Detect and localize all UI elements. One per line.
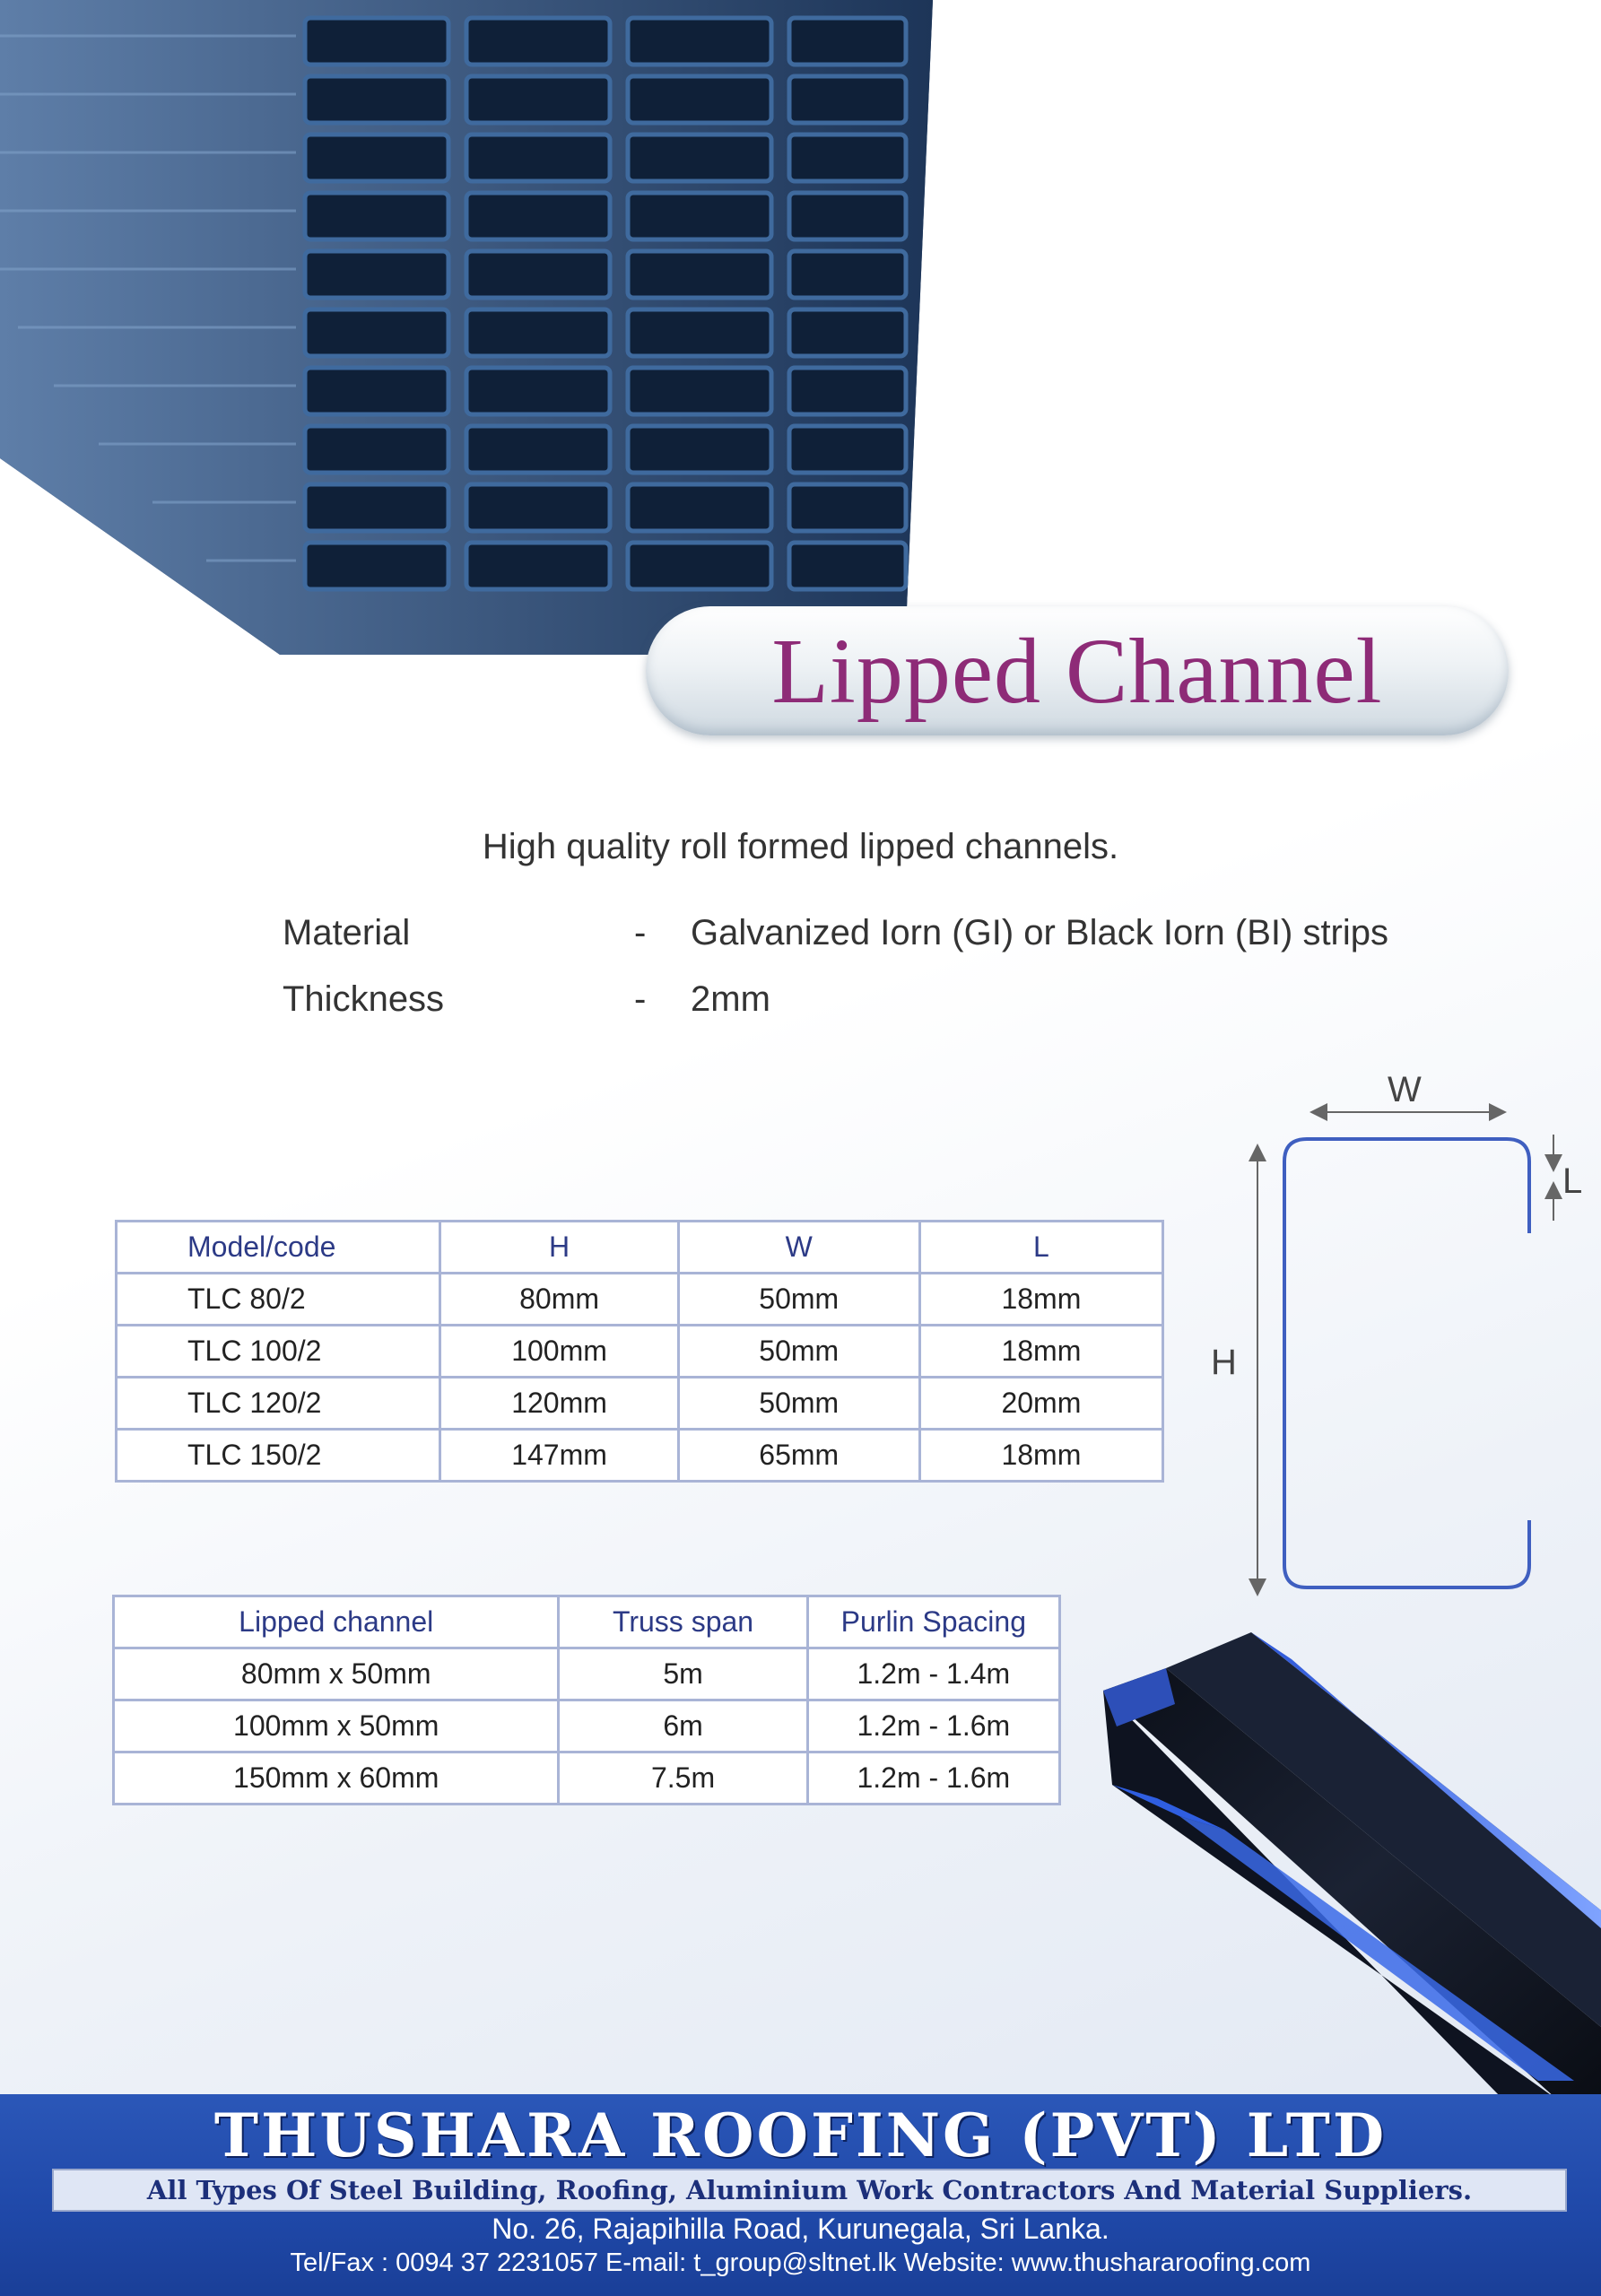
table-header-cell: L (918, 1220, 1165, 1274)
company-contact: Tel/Fax : 0094 37 2231057 E-mail: t_grou… (290, 2248, 1311, 2277)
table-header-cell: Truss span (557, 1595, 809, 1649)
spec-value: 2mm (691, 979, 770, 1019)
table-cell: 1.2m - 1.6m (805, 1699, 1062, 1753)
table-row: TLC 80/2 80mm 50mm 18mm (114, 1272, 1165, 1326)
title-banner: Lipped Channel (646, 606, 1509, 735)
channel-profile-drawing (1103, 1632, 1601, 2099)
table-cell: 18mm (918, 1272, 1165, 1326)
table-cell: 20mm (918, 1376, 1165, 1431)
table-header-row: Model/code H W L (114, 1220, 1165, 1274)
spec-value: Galvanized Iorn (GI) or Black Iorn (BI) … (691, 913, 1389, 952)
table-header-cell: Purlin Spacing (805, 1595, 1062, 1649)
table-cell: 80mm (439, 1272, 680, 1326)
table-cell: 100mm (439, 1324, 680, 1378)
spec-label: Thickness (283, 979, 445, 1019)
table-cell: 6m (557, 1699, 809, 1753)
table-row: 100mm x 50mm 6m 1.2m - 1.6m (111, 1699, 1062, 1753)
table-header-cell: H (439, 1220, 680, 1274)
table-cell: 120mm (439, 1376, 680, 1431)
company-subline-box: All Types Of Steel Building, Roofing, Al… (52, 2169, 1567, 2212)
table-cell: 100mm x 50mm (111, 1699, 561, 1753)
table-row: 150mm x 60mm 7.5m 1.2m - 1.6m (111, 1751, 1062, 1805)
spec-label: Material (283, 913, 411, 952)
section-drawing (1249, 1103, 1562, 1596)
table-cell: 65mm (676, 1428, 921, 1483)
table-cell: 147mm (439, 1428, 680, 1483)
table-cell: 1.2m - 1.6m (805, 1751, 1062, 1805)
table-cell: 18mm (918, 1324, 1165, 1378)
page-title: Lipped Channel (771, 619, 1383, 723)
company-name: THUSHARA ROOFING (PVT) LTD (213, 2100, 1388, 2170)
table-cell: TLC 150/2 (114, 1428, 442, 1483)
l-dimension-label: L (1562, 1161, 1583, 1201)
table-cell: 80mm x 50mm (111, 1647, 561, 1701)
company-address: No. 26, Rajapihilla Road, Kurunegala, Sr… (492, 2213, 1109, 2245)
table-header-cell: W (676, 1220, 921, 1274)
channel-section-diagram: W H L (1202, 1063, 1597, 1605)
table-cell: TLC 100/2 (114, 1324, 442, 1378)
spec-dash: - (634, 913, 647, 952)
table-header-cell: Model/code (114, 1220, 442, 1274)
table-row: 80mm x 50mm 5m 1.2m - 1.4m (111, 1647, 1062, 1701)
steel-stack-photo (0, 0, 933, 655)
dimension-table: Model/code H W L TLC 80/2 80mm 50mm 18mm… (114, 1220, 1165, 1483)
table-cell: 150mm x 60mm (111, 1751, 561, 1805)
table-cell: 50mm (676, 1272, 921, 1326)
table-header-row: Lipped channel Truss span Purlin Spacing (111, 1595, 1062, 1649)
table-row: TLC 100/2 100mm 50mm 18mm (114, 1324, 1165, 1378)
table-cell: 50mm (676, 1376, 921, 1431)
span-table: Lipped channel Truss span Purlin Spacing… (111, 1595, 1062, 1805)
h-dimension-label: H (1211, 1343, 1237, 1382)
table-header-cell: Lipped channel (111, 1595, 561, 1649)
table-cell: 1.2m - 1.4m (805, 1647, 1062, 1701)
table-cell: TLC 120/2 (114, 1376, 442, 1431)
w-dimension-label: W (1388, 1070, 1422, 1109)
spec-dash: - (634, 979, 647, 1019)
table-cell: 7.5m (557, 1751, 809, 1805)
table-row: TLC 150/2 147mm 65mm 18mm (114, 1428, 1165, 1483)
tagline: High quality roll formed lipped channels… (482, 827, 1119, 866)
company-subline: All Types Of Steel Building, Roofing, Al… (146, 2175, 1473, 2205)
table-cell: TLC 80/2 (114, 1272, 442, 1326)
table-row: TLC 120/2 120mm 50mm 20mm (114, 1376, 1165, 1431)
table-cell: 18mm (918, 1428, 1165, 1483)
channel-profile-illustration (1072, 1525, 1601, 2099)
table-cell: 5m (557, 1647, 809, 1701)
steel-stack-illustration (0, 0, 933, 655)
table-cell: 50mm (676, 1324, 921, 1378)
